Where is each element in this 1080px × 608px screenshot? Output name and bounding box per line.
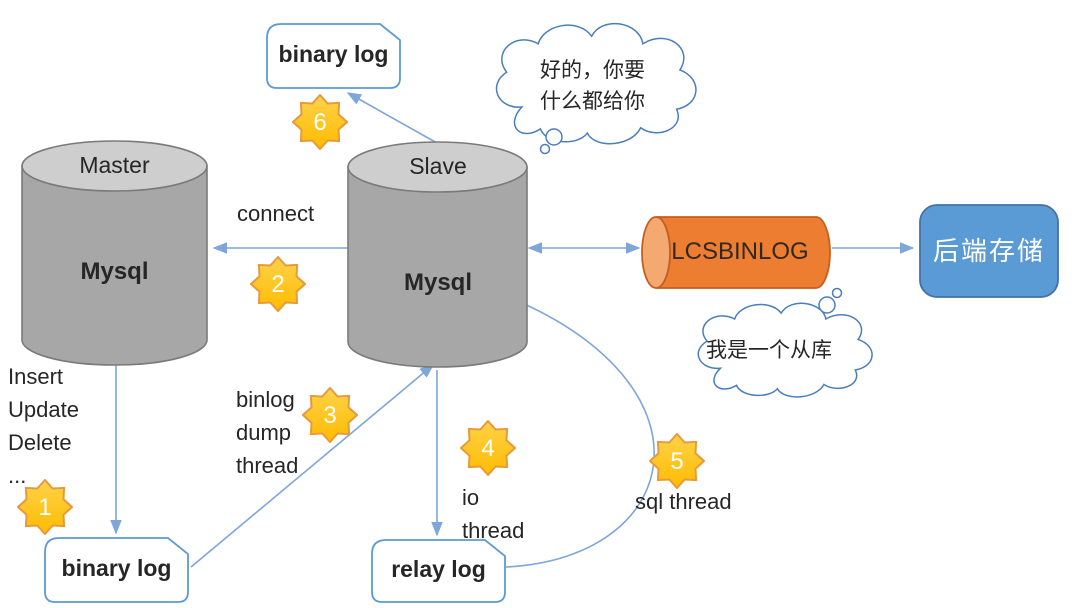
- binary-log-top-label: binary log: [278, 41, 389, 67]
- binary-log-top-box: [266, 23, 401, 89]
- relay-log-label: relay log: [391, 556, 486, 582]
- step-number: 3: [323, 402, 336, 429]
- lcsbinlog-label: LCSBINLOG: [671, 238, 809, 265]
- thought-cloud-reply: [496, 24, 695, 154]
- connector-slave-to-top-binary-log: [346, 92, 438, 144]
- connector-sql-thread-arc: [480, 285, 655, 568]
- connect-label: connect: [237, 201, 315, 226]
- step-number: 4: [481, 435, 494, 462]
- io-thread-label: io thread: [462, 485, 525, 543]
- step-badge-6: 6: [292, 94, 348, 150]
- cloud-intro-text: 我是一个从库: [706, 339, 832, 362]
- sql-thread-label: sql thread: [635, 489, 732, 514]
- master-db-label: Mysql: [80, 258, 149, 285]
- operations-label: Insert Update Delete ...: [8, 364, 79, 488]
- slave-db-label: Mysql: [403, 269, 472, 296]
- slave-cylinder: [347, 141, 528, 368]
- backend-storage-label: 后端存储: [932, 236, 1045, 266]
- step-number: 1: [38, 494, 51, 521]
- step-number: 6: [313, 109, 326, 136]
- lcsbinlog-cylinder: [641, 216, 831, 289]
- step-badge-4: 4: [460, 420, 516, 476]
- relay-log-box: [371, 539, 506, 603]
- step-number: 2: [271, 271, 284, 298]
- master-cylinder: [21, 140, 208, 366]
- backend-storage-box: [919, 204, 1059, 298]
- step-badge-2: 2: [250, 256, 306, 312]
- binary-log-bottom-label: binary log: [61, 555, 172, 581]
- master-title: Master: [79, 152, 150, 178]
- step-badge-5: 5: [649, 433, 705, 489]
- step-badge-3: 3: [302, 387, 358, 443]
- binary-log-bottom-box: [44, 537, 189, 603]
- slave-title: Slave: [409, 153, 467, 179]
- thought-cloud-intro: [698, 289, 872, 397]
- binlog-dump-thread-label: binlog dump thread: [236, 387, 299, 478]
- step-badge-1: 1: [17, 479, 73, 535]
- cloud-reply-text: 好的，你要 什么都给你: [540, 59, 645, 113]
- connector-binlog-dump-to-slave: [190, 364, 435, 568]
- step-number: 5: [670, 448, 683, 475]
